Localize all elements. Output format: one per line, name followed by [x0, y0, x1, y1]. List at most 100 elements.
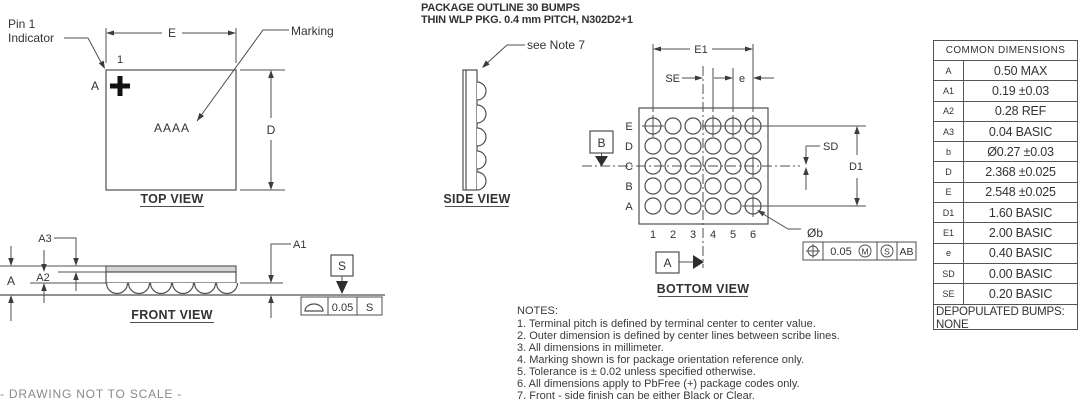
dim-label-ob: Øb	[807, 226, 823, 240]
top-view-package-body	[105, 69, 237, 191]
table-row: A2 0.28 REF	[934, 101, 1077, 122]
row-label-d: D	[625, 141, 633, 153]
dim-name: D1	[934, 203, 964, 223]
marking-layer	[105, 265, 237, 273]
dim-label-e1: E1	[694, 44, 707, 56]
top-view: E D Pin 1 Indicator 1 A Marking AAAA TOP…	[8, 17, 334, 207]
col-label-1: 1	[650, 229, 656, 241]
position-tolerance-frame: 0.05 M S AB	[802, 241, 917, 261]
datum-s-triangle-icon	[336, 281, 348, 294]
pin1-indicator-label-line2: Indicator	[8, 31, 54, 45]
title-line-1: PACKAGE OUTLINE 30 BUMPS	[421, 2, 580, 14]
col-label-4: 4	[710, 229, 716, 241]
front-view-caption: FRONT VIEW	[131, 308, 212, 322]
dim-name: SE	[934, 284, 964, 304]
dim-name: D	[934, 162, 964, 182]
datum-b-label: B	[597, 136, 605, 150]
dim-value: 0.50 MAX	[993, 63, 1048, 78]
dim-name: b	[934, 142, 964, 162]
col-label-3: 3	[690, 229, 696, 241]
front-view: A A2 A3 A1 S 0.05 S	[0, 233, 385, 323]
datum-a-label: A	[663, 256, 671, 270]
side-view-caption: SIDE VIEW	[443, 192, 510, 206]
dim-name: A3	[934, 121, 964, 142]
dim-label-a: A	[7, 274, 15, 288]
dim-label-sd: SD	[823, 141, 838, 153]
see-note-7-label: see Note 7	[527, 38, 585, 52]
depopulated-bumps-value: NONE	[936, 318, 969, 331]
note-6: 6. All dimensions apply to PbFree (+) pa…	[517, 378, 800, 390]
seating-tolerance-value: 0.05	[332, 302, 353, 314]
row-label-b: B	[625, 181, 632, 193]
row-label-e: E	[625, 121, 632, 133]
depopulated-bumps-label: DEPOPULATED BUMPS:	[936, 305, 1065, 318]
dim-label-se: SE	[665, 73, 680, 85]
side-view: see Note 7 SIDE VIEW	[443, 38, 585, 207]
dim-name: e	[934, 243, 964, 263]
table-row: A 0.50 MAX	[934, 61, 1077, 82]
front-view-package-body	[105, 271, 237, 284]
top-view-row-letter: A	[91, 79, 99, 93]
dim-value: 0.20 BASIC	[988, 286, 1053, 301]
pin1-number: 1	[117, 54, 123, 66]
dim-label-d1: D1	[849, 161, 863, 173]
row-label-a: A	[625, 201, 633, 213]
title-line-2: THIN WLP PKG. 0.4 mm PITCH, N302D2+1	[421, 14, 633, 26]
bottom-view: E1 SE e E D	[582, 44, 917, 297]
col-label-6: 6	[750, 229, 756, 241]
dim-name: A2	[934, 101, 964, 121]
dim-value: 0.04 BASIC	[988, 124, 1053, 139]
dim-label-a3: A3	[38, 233, 51, 245]
note-1: 1. Terminal pitch is defined by terminal…	[517, 318, 816, 330]
dim-value: 0.28 REF	[994, 104, 1047, 119]
col-label-2: 2	[670, 229, 676, 241]
note-2: 2. Outer dimension is defined by center …	[517, 330, 840, 342]
note-5: 5. Tolerance is ± 0.02 unless specified …	[517, 366, 756, 378]
table-row: E1 2.00 BASIC	[934, 223, 1077, 244]
mmc-modifier-letter: M	[861, 247, 868, 257]
datum-b-triangle-icon	[595, 156, 608, 167]
bump-crosshairs	[642, 115, 764, 217]
dim-name: A	[934, 61, 964, 81]
dim-value: Ø0.27 ±0.03	[987, 144, 1054, 159]
dim-value: 0.00 BASIC	[988, 266, 1053, 281]
dim-value: 2.00 BASIC	[988, 226, 1053, 241]
table-row: A3 0.04 BASIC	[934, 121, 1077, 143]
table-row: SE 0.20 BASIC	[934, 284, 1077, 305]
dim-label-e: E	[168, 26, 176, 40]
dim-value: 2.368 ±0.025	[985, 165, 1056, 180]
side-view-package-body	[462, 69, 478, 191]
dim-value: 0.40 BASIC	[988, 246, 1053, 261]
dim-label-a1: A1	[293, 239, 306, 251]
dim-value: 0.19 ±0.03	[992, 83, 1049, 98]
title-block: PACKAGE OUTLINE 30 BUMPS THIN WLP PKG. 0…	[421, 2, 633, 26]
bump-grid	[644, 117, 762, 215]
dim-name: E	[934, 182, 964, 203]
bottom-view-caption: BOTTOM VIEW	[657, 282, 750, 296]
profile-symbol-icon	[304, 303, 324, 312]
table-row: e 0.40 BASIC	[934, 243, 1077, 264]
dim-name: E1	[934, 223, 964, 243]
dim-value: 2.548 ±0.025	[985, 185, 1056, 200]
rfs-modifier-icon	[880, 244, 894, 258]
datum-a-triangle-icon	[693, 255, 704, 269]
marking-label: Marking	[291, 24, 334, 38]
table-header: COMMON DIMENSIONS	[934, 41, 1077, 61]
table-row: E 2.548 ±0.025	[934, 182, 1077, 204]
datum-s-label: S	[338, 259, 346, 273]
position-symbol-icon	[806, 244, 820, 258]
col-label-5: 5	[730, 229, 736, 241]
note-7: 7. Front - side finish can be either Bla…	[517, 390, 755, 402]
note-4: 4. Marking shown is for package orientat…	[517, 354, 804, 366]
position-tolerance-value: 0.05	[830, 246, 851, 258]
table-row: D 2.368 ±0.025	[934, 162, 1077, 183]
top-view-caption: TOP VIEW	[140, 192, 203, 206]
dim-label-pitch-e: e	[739, 73, 745, 85]
rfs-modifier-letter: S	[884, 247, 890, 257]
pin1-indicator-label-line1: Pin 1	[8, 17, 36, 31]
